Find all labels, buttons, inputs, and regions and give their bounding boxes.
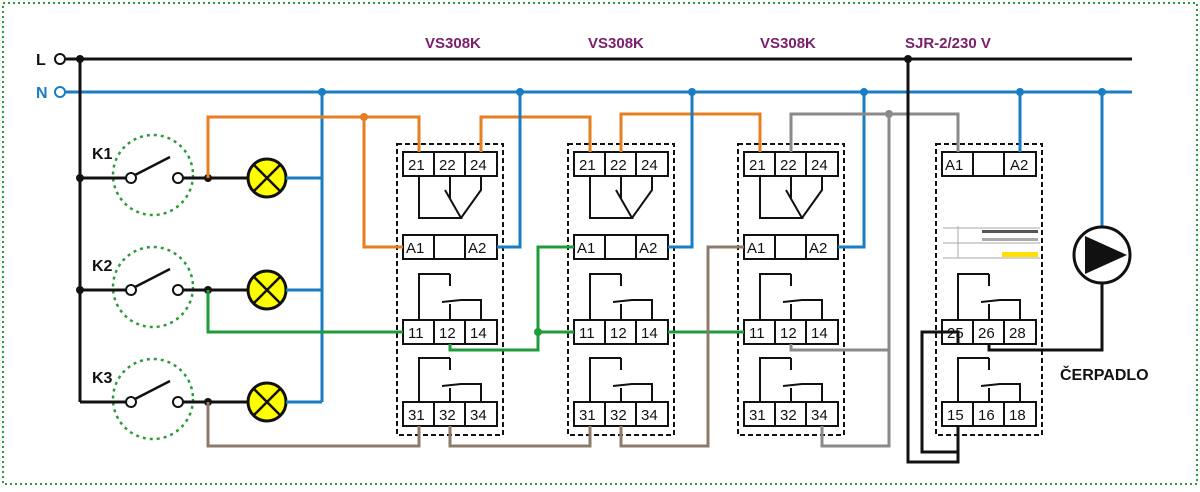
relay-3-title: VS308K <box>760 35 816 52</box>
label-k3: K3 <box>92 370 113 387</box>
svg-text:34: 34 <box>811 407 828 424</box>
switch-bank: K1 K2 K3 <box>76 55 195 441</box>
svg-text:32: 32 <box>610 407 627 424</box>
pump-symbol <box>1072 225 1132 285</box>
svg-text:18: 18 <box>1009 407 1026 424</box>
svg-text:34: 34 <box>641 407 658 424</box>
svg-text:A1: A1 <box>406 240 424 257</box>
svg-text:21: 21 <box>408 157 425 174</box>
svg-text:22: 22 <box>439 157 456 174</box>
svg-text:11: 11 <box>749 325 765 342</box>
relay-3: VS308K 21 22 24 A1 A2 11 12 14 31 32 34 <box>737 35 845 436</box>
svg-text:15: 15 <box>947 407 964 424</box>
timing-chart <box>943 226 1040 259</box>
lamp-3 <box>246 381 288 423</box>
svg-text:21: 21 <box>749 157 766 174</box>
supply-lines: L N <box>36 52 1132 102</box>
svg-text:22: 22 <box>780 157 797 174</box>
lamps <box>183 88 326 423</box>
relay-2: VS308K 21 22 24 A1 A2 11 12 14 31 32 34 <box>567 35 675 436</box>
svg-text:32: 32 <box>439 407 456 424</box>
svg-text:26: 26 <box>978 325 995 342</box>
green-wires <box>206 245 744 352</box>
svg-text:A2: A2 <box>468 240 486 257</box>
lamp-2 <box>246 269 288 311</box>
switch-k3: K3 <box>80 357 195 441</box>
svg-text:A1: A1 <box>577 240 595 257</box>
switch-k1: K1 <box>80 133 195 217</box>
svg-text:28: 28 <box>1009 325 1026 342</box>
n-terminal <box>54 86 66 98</box>
gray-wires <box>789 112 960 448</box>
svg-text:31: 31 <box>749 407 766 424</box>
relay-1: VS308K 21 22 24 A1 A2 11 12 14 31 32 34 <box>396 35 504 436</box>
svg-text:34: 34 <box>470 407 487 424</box>
svg-text:12: 12 <box>439 325 456 342</box>
svg-text:24: 24 <box>641 157 658 174</box>
svg-text:22: 22 <box>610 157 627 174</box>
svg-text:31: 31 <box>579 407 596 424</box>
relay-2-title: VS308K <box>588 35 644 52</box>
orange-wires <box>206 112 762 249</box>
l-terminal <box>54 53 66 65</box>
svg-text:14: 14 <box>811 325 828 342</box>
svg-text:11: 11 <box>408 325 424 342</box>
svg-text:24: 24 <box>470 157 487 174</box>
svg-text:11: 11 <box>579 325 595 342</box>
pump-label: ČERPADLO <box>1060 365 1149 384</box>
svg-text:12: 12 <box>780 325 797 342</box>
blue-wires <box>497 92 1104 249</box>
label-n: N <box>36 85 48 102</box>
switch-k2: K2 <box>80 245 195 329</box>
svg-text:24: 24 <box>811 157 828 174</box>
svg-text:21: 21 <box>579 157 596 174</box>
sjr-title: SJR-2/230 V <box>905 35 991 52</box>
relay-1-title: VS308K <box>425 35 481 52</box>
svg-text:A1: A1 <box>747 240 765 257</box>
brown-wires <box>206 245 744 448</box>
svg-text:32: 32 <box>780 407 797 424</box>
label-k2: K2 <box>92 258 113 275</box>
outer-frame <box>2 2 1198 485</box>
svg-text:14: 14 <box>641 325 658 342</box>
svg-text:A2: A2 <box>1010 157 1028 174</box>
black-wires <box>906 59 1104 464</box>
svg-text:16: 16 <box>978 407 995 424</box>
lamp-1 <box>246 157 288 199</box>
svg-text:14: 14 <box>470 325 487 342</box>
svg-text:31: 31 <box>408 407 425 424</box>
svg-text:A2: A2 <box>639 240 657 257</box>
svg-text:A2: A2 <box>809 240 827 257</box>
label-k1: K1 <box>92 146 113 163</box>
label-l: L <box>36 52 46 69</box>
svg-text:12: 12 <box>610 325 627 342</box>
svg-text:A1: A1 <box>945 157 963 174</box>
